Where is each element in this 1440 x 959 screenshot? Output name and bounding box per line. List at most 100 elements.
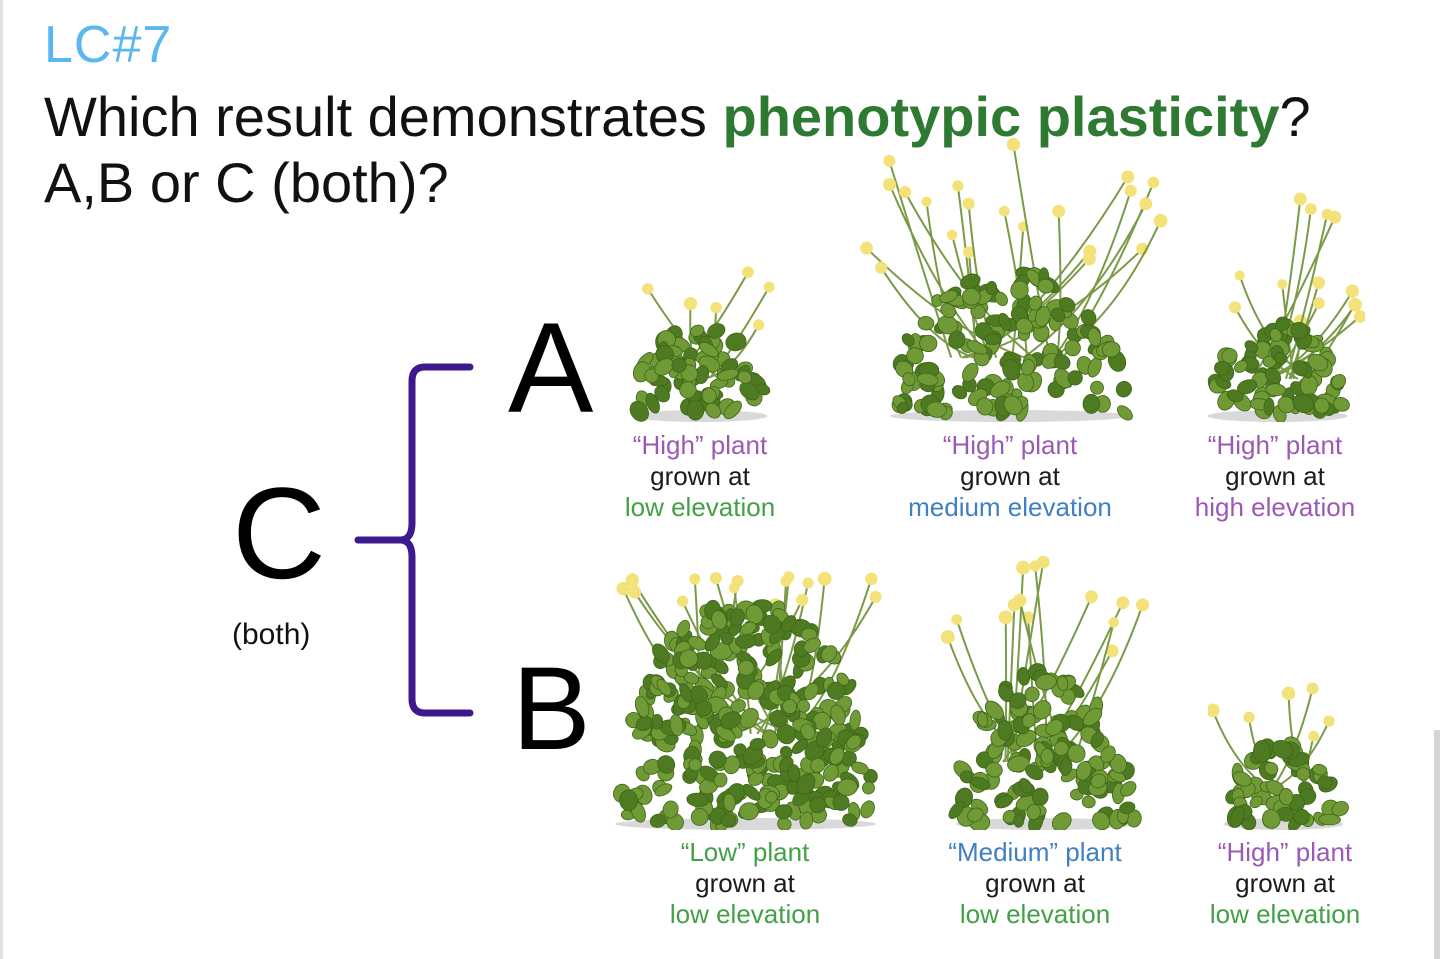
plant-stem — [1056, 211, 1062, 358]
caption-b1: “Low” plant grown at low elevation — [640, 837, 850, 930]
flower — [1124, 184, 1137, 197]
leaf — [782, 699, 798, 714]
leaf — [619, 789, 638, 812]
leaf — [1274, 352, 1288, 365]
flower — [1116, 596, 1130, 610]
flower — [899, 186, 912, 199]
leaf — [1059, 757, 1073, 776]
leaf — [1277, 396, 1295, 414]
leaf — [1015, 317, 1033, 335]
leaf — [1292, 360, 1308, 377]
flower — [940, 630, 955, 645]
leaf — [739, 802, 759, 821]
leaf — [1010, 280, 1029, 300]
option-a-label: A — [508, 297, 594, 440]
flower — [710, 301, 722, 314]
leaf — [1272, 739, 1294, 759]
leaf — [747, 680, 765, 700]
leaf — [976, 397, 994, 416]
leaf — [823, 764, 839, 782]
leaf — [901, 333, 915, 347]
caption-a3: “High” plant grown at high elevation — [1170, 430, 1380, 523]
flower — [1345, 284, 1360, 298]
leaf — [1278, 788, 1294, 806]
flower — [753, 319, 765, 331]
leaf — [1312, 763, 1328, 776]
leaf — [1076, 761, 1092, 781]
flower — [1082, 252, 1096, 266]
leaf — [830, 704, 846, 726]
leaf — [849, 709, 861, 731]
leaf — [1034, 306, 1051, 328]
flower — [962, 197, 975, 210]
flower — [1348, 300, 1360, 311]
leaf — [1067, 370, 1083, 386]
caption-b1-elevation: low elevation — [669, 899, 821, 929]
leaf — [737, 659, 755, 676]
option-c-label: C — [232, 460, 326, 606]
caption-b3-elevation: low elevation — [1209, 899, 1361, 929]
caption-a2-grown: grown at — [960, 461, 1060, 491]
flower — [742, 266, 754, 279]
flower — [642, 283, 654, 295]
leaf — [1035, 673, 1057, 691]
flower — [1353, 310, 1365, 323]
flower — [1006, 137, 1021, 152]
leaf — [916, 372, 939, 386]
leaf — [723, 400, 742, 420]
leaf — [1331, 801, 1349, 817]
leaf — [1292, 394, 1315, 414]
flower — [1147, 176, 1160, 189]
leaf — [1002, 358, 1021, 381]
leaf — [1021, 713, 1036, 729]
leaf — [1307, 353, 1329, 372]
leaf — [1053, 740, 1069, 756]
leaf — [984, 700, 1004, 720]
flower — [689, 573, 701, 585]
plant-illustration-b2 — [940, 555, 1150, 830]
leaf — [1253, 740, 1272, 763]
flower — [1016, 560, 1031, 575]
leaf — [1059, 297, 1076, 313]
leaf — [742, 783, 761, 801]
leaf — [796, 773, 816, 795]
flower — [1306, 682, 1319, 695]
flower — [1277, 279, 1288, 290]
leaf — [745, 604, 764, 625]
flower — [1304, 203, 1317, 215]
flower — [1052, 204, 1066, 218]
flower — [628, 585, 642, 599]
flower — [728, 582, 740, 594]
plant-illustration-a3 — [1207, 192, 1365, 422]
leaf — [735, 633, 757, 649]
leaf — [1025, 764, 1044, 781]
flower — [802, 577, 814, 589]
caption-a1: “High” plant grown at low elevation — [600, 430, 800, 523]
leaf — [765, 790, 778, 804]
question-suffix: ? — [1279, 85, 1311, 148]
flower — [860, 241, 873, 255]
flower — [1312, 297, 1325, 310]
leaf — [851, 761, 869, 775]
leaf — [1020, 359, 1035, 376]
leaf — [740, 621, 757, 636]
leaf — [662, 800, 679, 819]
leaf — [1051, 812, 1072, 830]
leaf — [1053, 354, 1071, 370]
caption-b2-elevation: low elevation — [959, 899, 1111, 929]
curly-brace — [354, 363, 474, 717]
leaf — [710, 673, 728, 690]
leaf — [705, 402, 721, 419]
plant-stem — [1022, 203, 1147, 359]
flower — [1308, 730, 1320, 742]
leaf — [1033, 700, 1052, 720]
leaf — [657, 755, 676, 774]
leaf — [1050, 307, 1066, 323]
flower — [1293, 192, 1307, 206]
flower — [875, 261, 888, 274]
flower — [865, 572, 878, 586]
leaf — [634, 695, 650, 718]
leaf — [716, 368, 739, 381]
leaf — [836, 672, 850, 686]
flower — [1029, 560, 1041, 572]
